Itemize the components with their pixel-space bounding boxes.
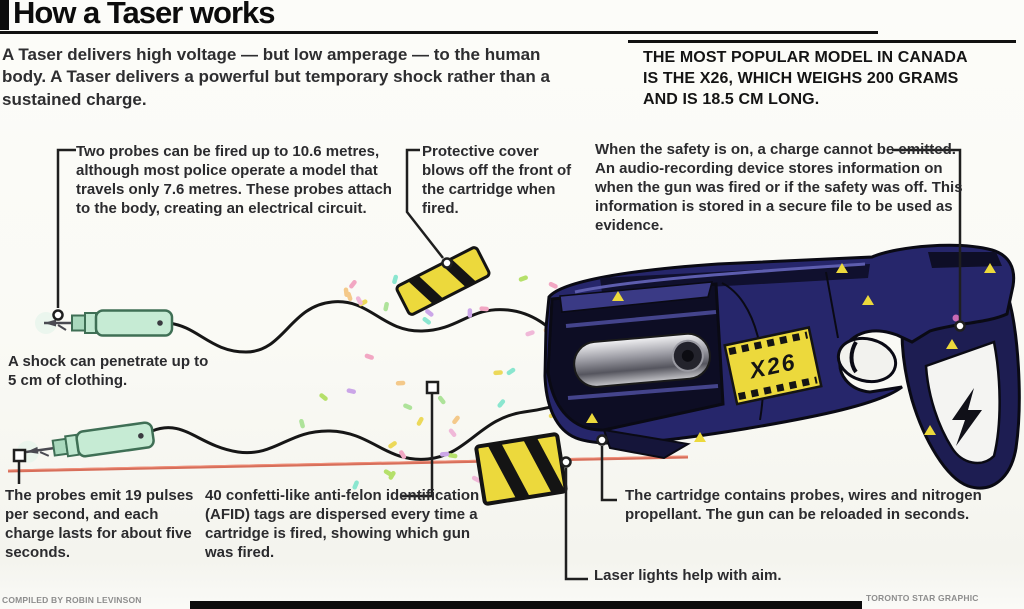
wire-top — [166, 300, 568, 354]
safety-indicator — [952, 314, 960, 322]
credit-source: TORONTO STAR GRAPHIC — [866, 593, 979, 603]
x26-model-label: X26 — [723, 326, 823, 406]
intro-text: A Taser delivers high voltage — but low … — [2, 45, 550, 109]
callout-pulses: The probes emit 19 pulses per second, an… — [5, 487, 194, 562]
taser-gun-illustration: X26 — [543, 243, 1021, 490]
grip-panel — [924, 340, 1001, 465]
callout-cartridge: The cartridge contains probes, wires and… — [625, 487, 982, 524]
callout-pointer-lines — [12, 148, 966, 581]
hazard-triangles — [586, 263, 996, 442]
probe-bottom — [14, 420, 156, 467]
wire-bottom — [150, 398, 574, 461]
callout-protective-cover: Protective cover blows off the front of … — [422, 143, 572, 218]
lightning-bolt-icon — [952, 388, 982, 446]
callout-laser: Laser lights help with aim. — [594, 567, 782, 584]
cartridge-cylinder — [573, 332, 711, 388]
page-title: How a Taser works — [13, 0, 276, 30]
fact-box-rule — [628, 40, 1016, 43]
callout-shock-clothing: A shock can penetrate up to 5 cm of clot… — [8, 353, 209, 390]
probe-wires — [150, 300, 574, 461]
callout-two-probes: Two probes can be fired up to 10.6 metre… — [76, 143, 392, 218]
callout-afid-tags: 40 confetti-like anti-felon identificati… — [205, 487, 480, 562]
cartridge-cover-illustration — [474, 432, 568, 506]
title-rule — [0, 31, 878, 34]
footer-bar — [190, 601, 862, 609]
fact-box-text: THE MOST POPULAR MODEL IN CANADA IS THE … — [643, 49, 968, 108]
laser-beam — [7, 455, 689, 473]
protective-cover-illustration — [395, 246, 491, 316]
title-accent-bar — [0, 0, 9, 30]
credit-compiled-by: COMPILED BY ROBIN LEVINSON — [2, 595, 142, 605]
callout-safety: When the safety is on, a charge cannot b… — [595, 141, 963, 235]
